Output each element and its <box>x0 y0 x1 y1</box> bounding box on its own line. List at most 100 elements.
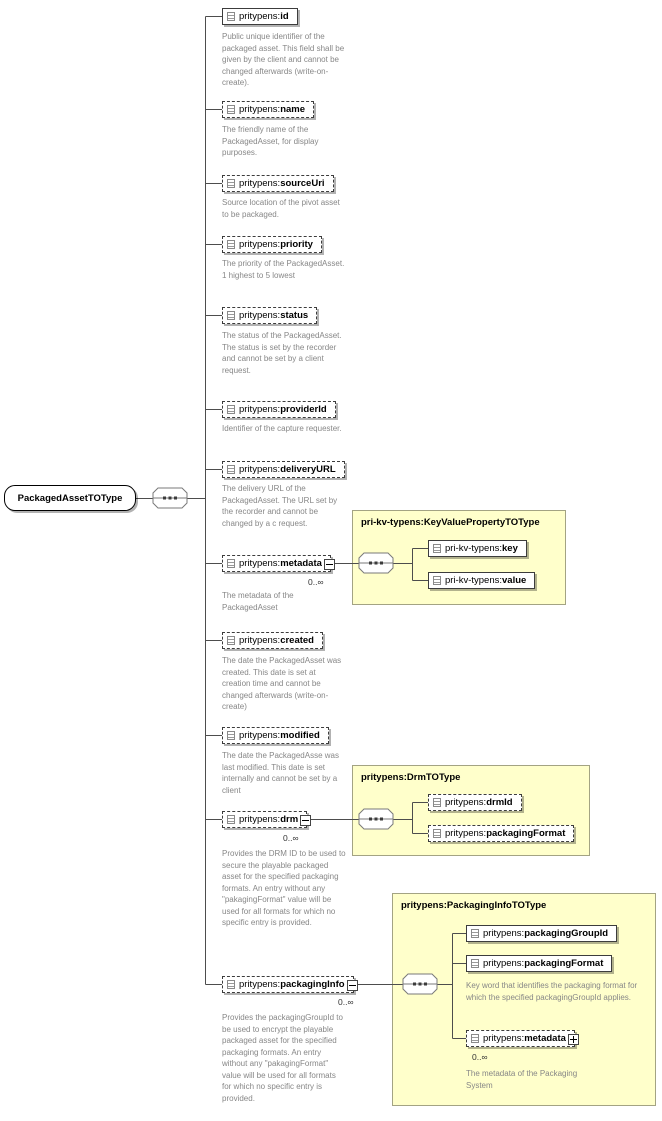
ns-prefix: pritypens: <box>239 464 281 475</box>
element-icon <box>227 405 235 414</box>
collapse-icon[interactable] <box>323 558 335 570</box>
element-node-deliveryurl[interactable]: pritypens:deliveryURL <box>222 461 345 478</box>
element-node-created[interactable]: pritypens:created <box>222 632 323 649</box>
element-node-value[interactable]: pri-kv-typens:value <box>428 572 536 589</box>
sequence-icon[interactable] <box>402 973 438 995</box>
annotation-inner-metadata: The metadata of the Packaging System <box>466 1069 578 1090</box>
element-icon <box>227 240 235 249</box>
local-name: drmId <box>486 797 513 808</box>
annotation-created: The date the PackagedAsset was created. … <box>222 656 342 711</box>
element-icon <box>227 105 235 114</box>
ns-prefix: pritypens: <box>239 239 281 250</box>
type-title: pritypens:DrmTOType <box>361 772 461 783</box>
element-node-priority[interactable]: pritypens:priority <box>222 236 322 253</box>
local-name: name <box>280 104 306 115</box>
element-icon <box>227 12 235 21</box>
element-icon <box>227 311 235 320</box>
element-icon <box>433 544 441 553</box>
ns-prefix: pritypens: <box>445 828 487 839</box>
element-icon <box>227 731 235 740</box>
element-node-packaginginfo[interactable]: pritypens:packagingInfo <box>222 976 358 993</box>
element-label: pritypens:drmId <box>445 797 513 808</box>
element-icon <box>227 636 235 645</box>
local-name: key <box>502 543 518 554</box>
ns-prefix: pritypens: <box>239 310 281 321</box>
ns-prefix: pritypens: <box>483 958 525 969</box>
element-label: pritypens:created <box>239 635 314 646</box>
element-node-drm-packagingformat[interactable]: pritypens:packagingFormat <box>428 825 575 842</box>
element-label: pritypens:metadata <box>483 1033 566 1044</box>
ns-prefix: pri-kv-typens: <box>445 543 503 554</box>
ns-prefix: pritypens: <box>239 404 281 415</box>
local-name: packagingGroupId <box>524 928 609 939</box>
annotation-packagingformat: Key word that identifies the packaging f… <box>466 981 638 1002</box>
sequence-glyph <box>402 973 438 995</box>
element-node-drm[interactable]: pritypens:drm <box>222 811 312 828</box>
element-node-drmid[interactable]: pritypens:drmId <box>428 794 522 811</box>
sequence-icon[interactable] <box>152 487 188 509</box>
ns-prefix: pritypens: <box>239 558 281 569</box>
root-element-packagedassettotype[interactable]: PackagedAssetTOType <box>4 485 136 511</box>
ns-prefix: pri-kv-typens: <box>445 575 503 586</box>
element-node-providerid[interactable]: pritypens:providerId <box>222 401 336 418</box>
element-node-metadata[interactable]: pritypens:metadata <box>222 555 335 572</box>
local-name: metadata <box>280 558 322 569</box>
element-label: pri-kv-typens:key <box>445 543 518 554</box>
expand-icon[interactable] <box>567 1033 579 1045</box>
element-icon <box>433 576 441 585</box>
sequence-glyph <box>358 552 394 574</box>
ns-prefix: pritypens: <box>239 178 281 189</box>
element-label: pritypens:modified <box>239 730 320 741</box>
local-name: status <box>280 310 309 321</box>
element-label: pri-kv-typens:value <box>445 575 526 586</box>
element-node-packaginggroupid[interactable]: pritypens:packagingGroupId <box>466 925 618 942</box>
annotation-status: The status of the PackagedAsset. The sta… <box>222 331 342 375</box>
element-node-id[interactable]: pritypens:id <box>222 8 298 25</box>
element-icon <box>471 1034 479 1043</box>
element-label: pritypens:id <box>239 11 289 22</box>
element-node-key[interactable]: pri-kv-typens:key <box>428 540 527 557</box>
element-icon <box>471 929 479 938</box>
sequence-glyph <box>152 487 188 509</box>
local-name: drm <box>280 814 299 825</box>
occurrence-inner-metadata: 0..∞ <box>472 1052 488 1062</box>
ns-prefix: pritypens: <box>239 730 281 741</box>
ns-prefix: pritypens: <box>483 928 525 939</box>
element-icon <box>227 559 235 568</box>
ns-prefix: pritypens: <box>445 797 487 808</box>
element-label: pritypens:metadata <box>239 558 322 569</box>
element-node-packaginginfo-packagingformat[interactable]: pritypens:packagingFormat <box>466 955 613 972</box>
annotation-metadata: The metadata of the PackagedAsset <box>222 591 294 612</box>
element-label: pritypens:priority <box>239 239 313 250</box>
annotation-providerid: Identifier of the capture requester. <box>222 424 342 433</box>
ns-prefix: pritypens: <box>239 814 281 825</box>
element-node-name[interactable]: pritypens:name <box>222 101 315 118</box>
annotation-deliveryurl: The delivery URL of the PackagedAsset. T… <box>222 484 338 528</box>
element-node-modified[interactable]: pritypens:modified <box>222 727 329 744</box>
element-label: pritypens:status <box>239 310 308 321</box>
ns-prefix: pritypens: <box>239 11 281 22</box>
element-label: pritypens:packagingInfo <box>239 979 345 990</box>
element-icon <box>227 980 235 989</box>
local-name: deliveryURL <box>280 464 336 475</box>
element-icon <box>227 815 235 824</box>
sequence-icon[interactable] <box>358 552 394 574</box>
element-node-inner-metadata[interactable]: pritypens:metadata <box>466 1030 579 1047</box>
ns-prefix: pritypens: <box>239 104 281 115</box>
element-node-sourceuri[interactable]: pritypens:sourceUri <box>222 175 334 192</box>
local-name: sourceUri <box>280 178 325 189</box>
element-label: pritypens:drm <box>239 814 298 825</box>
element-node-status[interactable]: pritypens:status <box>222 307 318 324</box>
element-label: pritypens:name <box>239 104 305 115</box>
element-label: pritypens:deliveryURL <box>239 464 336 475</box>
sequence-icon[interactable] <box>358 808 394 830</box>
local-name: packagingFormat <box>524 958 604 969</box>
type-title: pri-kv-typens:KeyValuePropertyTOType <box>361 517 540 528</box>
local-name: packagingFormat <box>486 828 566 839</box>
collapse-icon[interactable] <box>346 979 358 991</box>
collapse-icon[interactable] <box>300 814 312 826</box>
ns-prefix: pritypens: <box>483 1033 525 1044</box>
local-name: packagingInfo <box>280 979 345 990</box>
local-name: metadata <box>524 1033 566 1044</box>
